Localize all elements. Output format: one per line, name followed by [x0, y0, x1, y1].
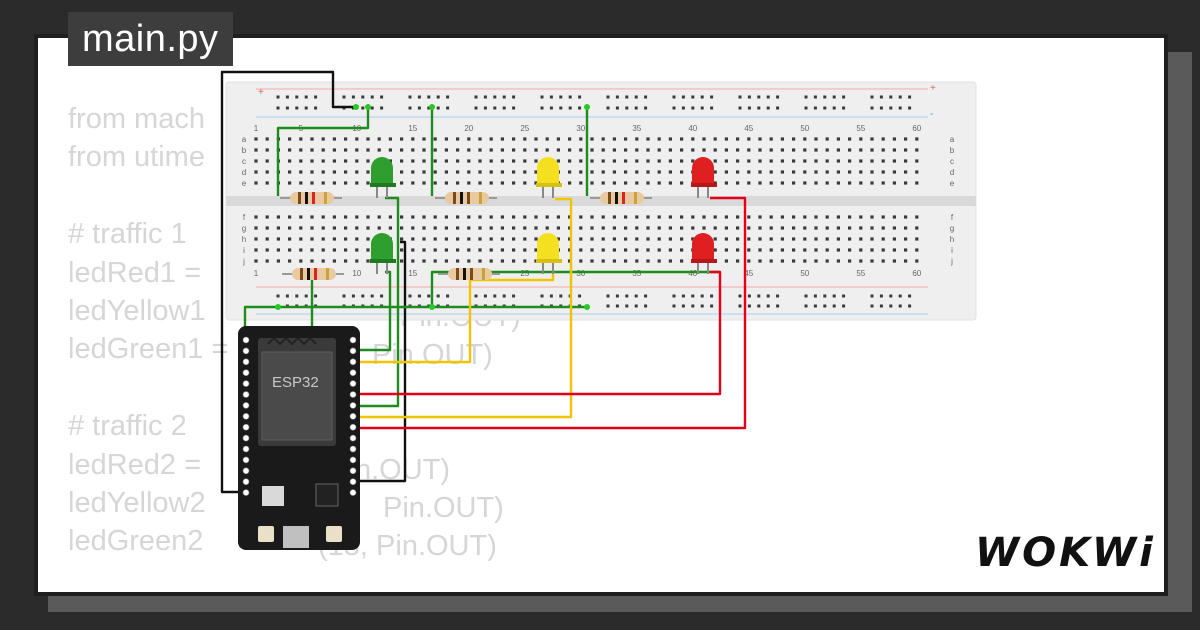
row-letter: d — [242, 168, 246, 177]
wire-red-2 — [353, 270, 722, 396]
red-led — [691, 157, 717, 198]
column-number: 1 — [254, 124, 259, 133]
resistor — [435, 192, 497, 204]
row-letter: f — [951, 213, 954, 222]
green-led — [370, 233, 396, 274]
wire-green-led1 — [353, 196, 400, 408]
code-line: from utime — [68, 141, 205, 174]
column-number: 20 — [464, 124, 473, 133]
wire-black-gnd — [220, 70, 356, 494]
code-line: # traffic 2 — [68, 410, 187, 443]
row-letter: h — [242, 235, 246, 244]
esp32-pins — [242, 336, 357, 496]
row-letter: h — [950, 235, 954, 244]
code-line: ledYellow2 — [68, 486, 206, 519]
rail-plus-label: + — [930, 83, 936, 94]
column-number: 50 — [800, 269, 809, 278]
column-number: 15 — [408, 269, 417, 278]
wire-red-1 — [353, 196, 747, 430]
row-letter: c — [950, 157, 954, 166]
wire-yellow-1 — [353, 197, 573, 419]
row-letter: c — [242, 157, 246, 166]
row-letter: j — [950, 257, 953, 266]
column-number: 35 — [632, 124, 641, 133]
row-letter: e — [242, 179, 247, 188]
resistor — [438, 268, 500, 280]
row-letter: d — [950, 168, 954, 177]
column-number: 25 — [520, 124, 529, 133]
code-line: ledRed2 = — [68, 448, 202, 481]
code-line: ledYellow1 — [68, 294, 206, 327]
wire-green-bottom2 — [430, 270, 720, 307]
column-number: 15 — [408, 124, 417, 133]
code-line: ledRed1 = — [68, 256, 202, 289]
row-letter: f — [243, 213, 246, 222]
row-letter: i — [243, 246, 245, 255]
column-number: 35 — [632, 269, 641, 278]
column-number: 30 — [576, 269, 585, 278]
yellow-led — [536, 157, 562, 198]
column-number: 40 — [688, 269, 697, 278]
column-number: 1 — [254, 269, 259, 278]
code-line: # traffic 1 — [68, 218, 187, 251]
column-number: 60 — [912, 124, 921, 133]
row-letter: i — [951, 246, 953, 255]
column-number: 55 — [856, 124, 865, 133]
rail-minus-label: - — [930, 109, 933, 120]
column-number: 45 — [744, 124, 753, 133]
yellow-led — [536, 233, 562, 274]
column-number: 30 — [576, 124, 585, 133]
row-letter: a — [950, 135, 955, 144]
red-led — [691, 233, 717, 274]
file-tab[interactable]: main.py — [68, 12, 233, 66]
code-editor: from mach from utime # traffic 1 ledRed1… — [68, 100, 588, 561]
row-letter: b — [242, 146, 247, 155]
column-number: 60 — [912, 269, 921, 278]
resistor — [590, 192, 652, 204]
row-letter: a — [242, 135, 247, 144]
resistor — [282, 268, 344, 280]
row-letter: e — [950, 179, 955, 188]
code-fragment: Pin.OUT) — [372, 339, 493, 371]
code-line: from mach — [68, 103, 205, 135]
code-fragment: Pin.OUT) — [383, 492, 504, 524]
leds — [370, 157, 717, 274]
esp32-board: ESP32 — [238, 326, 360, 550]
green-led — [370, 157, 396, 198]
row-letter: j — [242, 257, 245, 266]
wire-green-rail — [276, 107, 370, 196]
column-number: 55 — [856, 269, 865, 278]
row-letter: g — [950, 224, 954, 233]
column-number: 10 — [352, 269, 361, 278]
column-number: 40 — [688, 124, 697, 133]
column-number: 50 — [800, 124, 809, 133]
row-letter: g — [242, 224, 246, 233]
column-number: 45 — [744, 269, 753, 278]
row-letter: b — [950, 146, 955, 155]
wokwi-logo: WOKWi — [975, 530, 1156, 576]
esp32-label: ESP32 — [272, 374, 319, 391]
code-line: ledGreen1 = — [68, 333, 229, 366]
rail-plus-label: + — [258, 87, 264, 98]
code-line: ledGreen2 — [68, 525, 204, 558]
column-number: 25 — [520, 269, 529, 278]
resistor — [280, 192, 342, 204]
connection-points — [275, 104, 590, 310]
